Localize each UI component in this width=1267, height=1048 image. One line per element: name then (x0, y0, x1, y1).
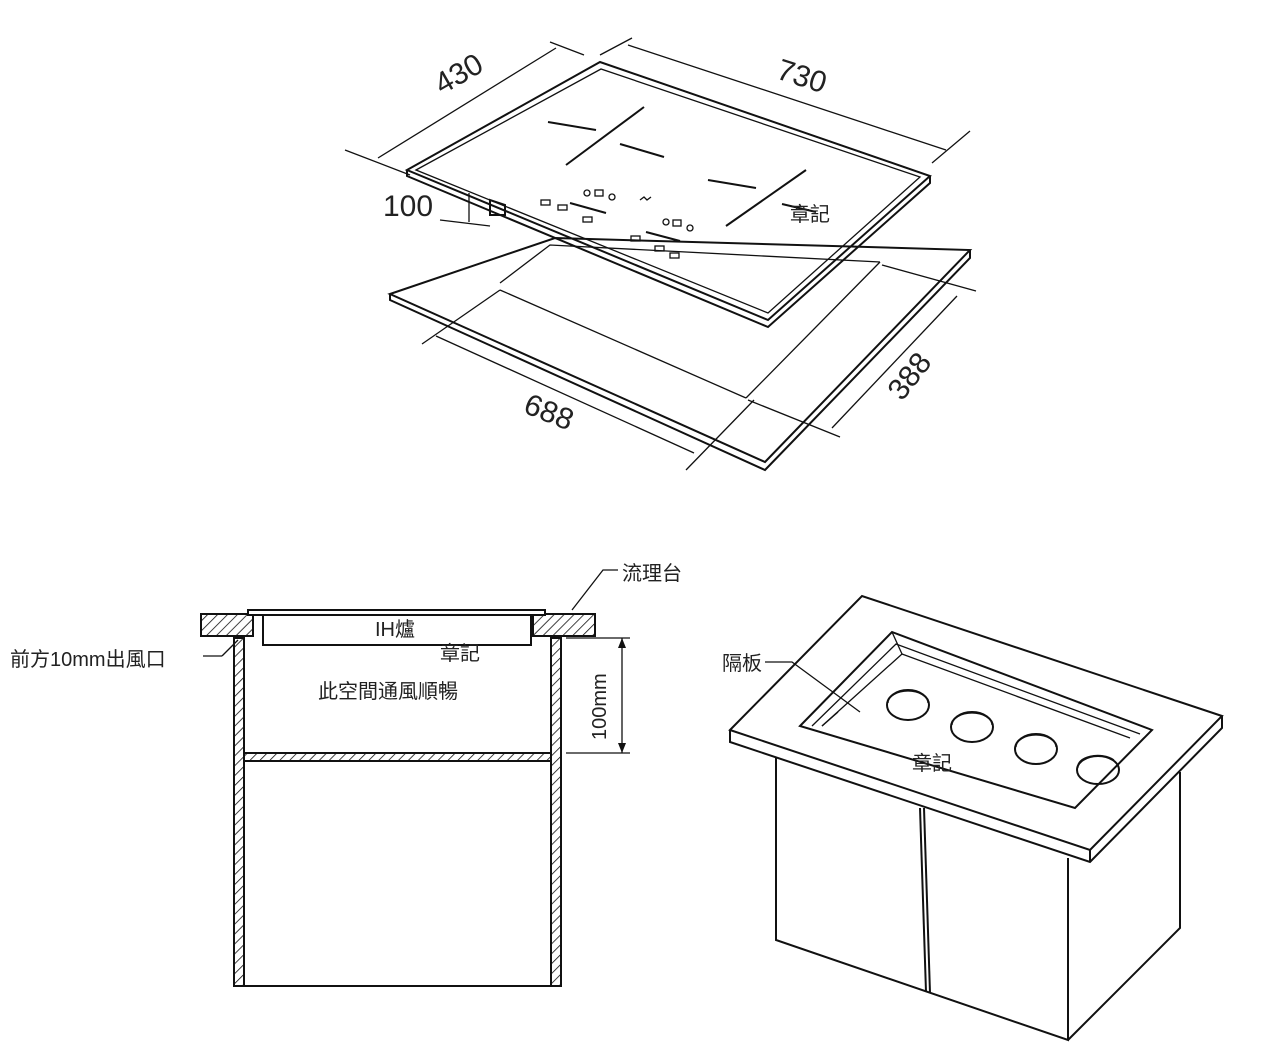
front-vent-callout: 前方10mm出風口 (10, 639, 239, 671)
ih-cooktop (247, 609, 546, 646)
dimension-730: 730 (599, 37, 971, 164)
countertop-label: 流理台 (622, 562, 682, 585)
dimension-388-label: 388 (882, 347, 939, 407)
cabinet-stamp-label: 章記 (912, 752, 952, 775)
installation-section: 流理台 IH爐 章記 前方10mm出風口 此空間通風順暢 100mm (10, 562, 682, 987)
dimension-100-label: 100 (383, 190, 433, 223)
cooktop-isometric: 430 730 100 688 388 章記 (344, 37, 977, 472)
dimension-430: 430 (344, 41, 585, 176)
partition-callout: 隔板 (722, 652, 861, 713)
cabinet-shelf (243, 752, 552, 762)
front-vent-label: 前方10mm出風口 (10, 648, 166, 671)
countertop-slab (387, 236, 973, 472)
partition-label: 隔板 (722, 652, 762, 675)
burner-marks (547, 106, 817, 227)
dimension-388: 388 (747, 264, 977, 438)
glass-top (404, 60, 932, 329)
cabinet-opening (798, 630, 1154, 810)
ventilation-space-label: 此空間通風順暢 (318, 680, 458, 703)
cabinet-wall-left (233, 637, 245, 987)
stamp-label: 章記 (790, 203, 830, 226)
countertop-right (532, 613, 596, 637)
section-stamp-label: 章記 (440, 642, 480, 665)
control-icons-left (540, 189, 616, 223)
control-icons-right (630, 196, 694, 259)
dimension-430-label: 430 (429, 47, 489, 101)
countertop-left (200, 613, 254, 637)
cabinet-body (775, 758, 1181, 1042)
control-panel (540, 189, 694, 259)
vent-holes (886, 689, 1120, 785)
dimension-688-label: 688 (519, 388, 578, 437)
ih-cooktop-label: IH爐 (375, 618, 415, 641)
dimension-100: 100 (383, 190, 491, 227)
cabinet-wall-right (550, 637, 562, 987)
clearance-label: 100mm (589, 673, 611, 740)
countertop-callout: 流理台 (571, 562, 682, 611)
dimension-730-label: 730 (773, 53, 831, 100)
clearance-dimension: 100mm (566, 637, 630, 754)
cabinet-isometric: 隔板 章記 (722, 594, 1224, 1042)
